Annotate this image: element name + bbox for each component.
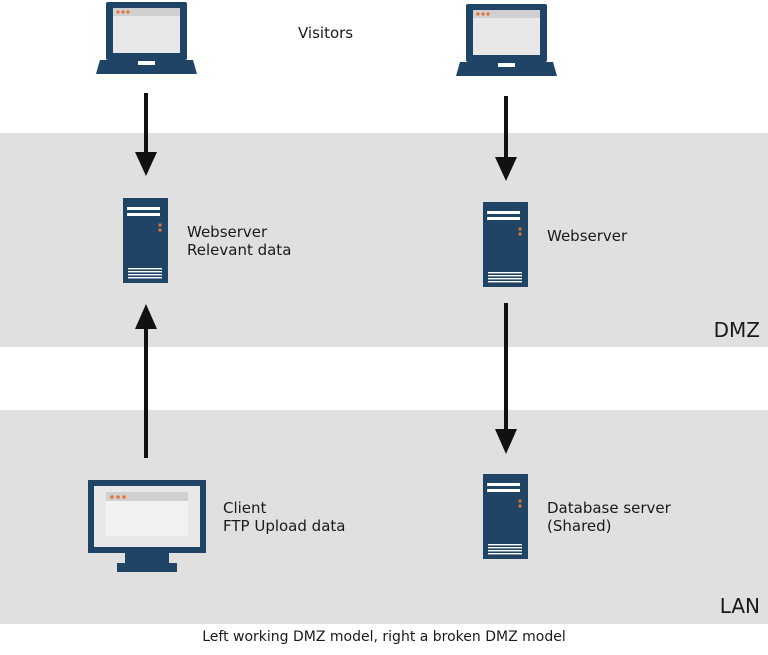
right-webserver-label: Webserver	[547, 227, 628, 245]
arrow-visitor-to-left-webserver	[135, 93, 157, 176]
visitors-label: Visitors	[298, 24, 354, 42]
lan-zone-label: LAN	[719, 594, 760, 618]
left-webserver-tower-icon	[123, 198, 168, 283]
client-label-line2: FTP Upload data	[223, 517, 346, 535]
client-label-line1: Client	[223, 499, 267, 517]
diagram-caption: Left working DMZ model, right a broken D…	[202, 629, 566, 645]
arrow-right-webserver-to-database	[495, 303, 517, 454]
right-visitor-laptop-icon	[456, 4, 557, 76]
left-visitor-laptop-icon	[96, 2, 197, 74]
database-server-label: Database server (Shared)	[547, 499, 671, 535]
arrow-visitor-to-right-webserver	[495, 96, 517, 181]
left-webserver-label: Webserver Relevant data	[187, 223, 291, 259]
database-server-label-line2: (Shared)	[547, 517, 612, 535]
left-webserver-label-line2: Relevant data	[187, 241, 292, 259]
database-server-tower-icon	[483, 474, 528, 559]
arrow-client-to-left-webserver	[135, 304, 157, 458]
client-monitor-icon	[88, 480, 206, 572]
database-server-label-line1: Database server	[547, 499, 671, 517]
right-webserver-tower-icon	[483, 202, 528, 287]
dmz-zone-label: DMZ	[713, 318, 760, 342]
client-label: Client FTP Upload data	[223, 499, 345, 535]
left-webserver-label-line1: Webserver	[187, 223, 268, 241]
